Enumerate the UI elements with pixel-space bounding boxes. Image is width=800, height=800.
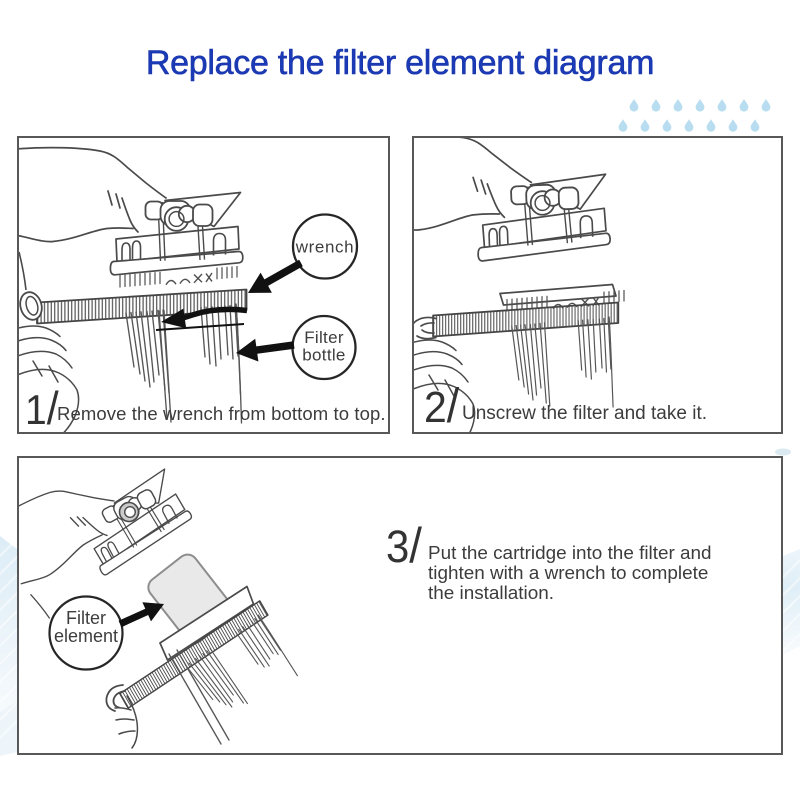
svg-text:wrench: wrench — [295, 238, 354, 257]
svg-text:Filter: Filter — [66, 608, 106, 628]
svg-text:bottle: bottle — [302, 346, 345, 365]
svg-text:element: element — [54, 626, 118, 646]
svg-text:Filter: Filter — [304, 328, 344, 347]
